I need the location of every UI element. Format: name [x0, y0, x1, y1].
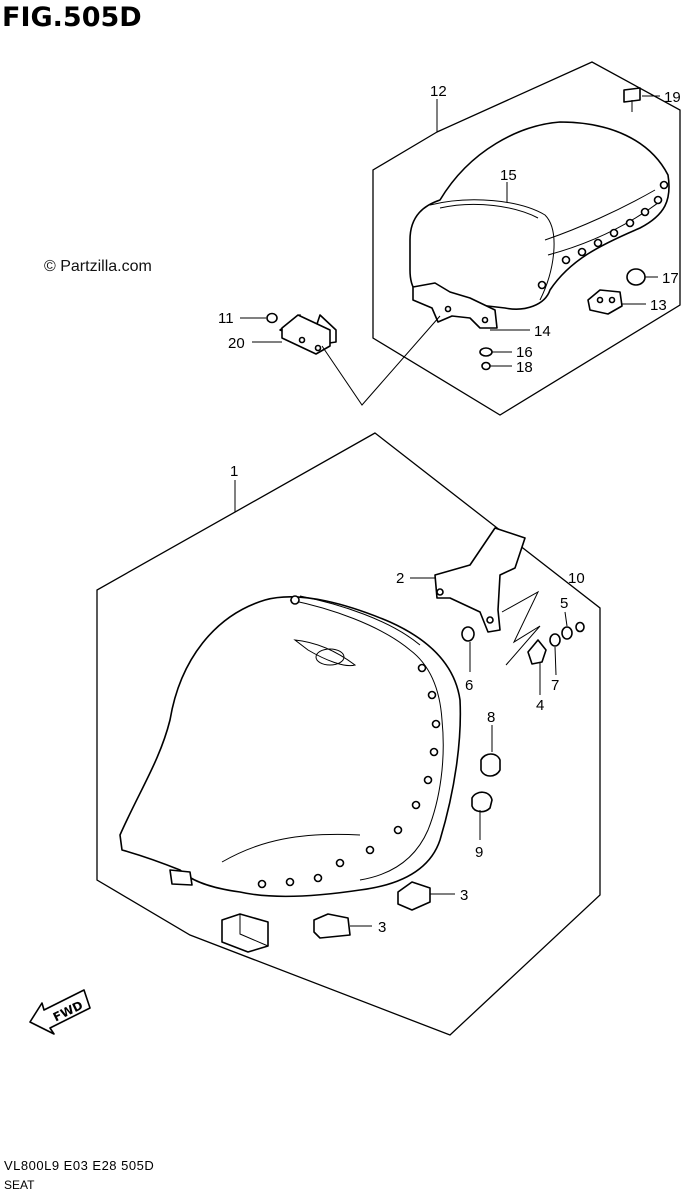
- nut-5[interactable]: [575, 621, 585, 633]
- callout-2: 2: [396, 570, 404, 587]
- callout-14: 14: [534, 323, 551, 340]
- fwd-arrow-icon: FWD: [29, 989, 91, 1035]
- passenger-seat-group-outline: [372, 61, 681, 416]
- passenger-seat-bracket[interactable]: [412, 282, 498, 329]
- callout-18: 18: [516, 359, 533, 376]
- washer-6[interactable]: [461, 626, 475, 642]
- callout-3a: 3: [460, 887, 468, 904]
- callout-9: 9: [475, 844, 483, 861]
- callout-11: 11: [218, 310, 234, 327]
- callout-13: 13: [650, 297, 667, 314]
- nut-18[interactable]: [481, 361, 491, 371]
- washer-16[interactable]: [479, 347, 493, 357]
- cushion-8[interactable]: [480, 753, 501, 777]
- cushion-9[interactable]: [471, 791, 493, 813]
- connector-line: [321, 315, 441, 406]
- callout-15: 15: [500, 167, 517, 184]
- tool-bag[interactable]: [221, 913, 269, 953]
- callout-16: 16: [516, 344, 533, 361]
- front-seat[interactable]: [119, 595, 462, 898]
- washer-5[interactable]: [561, 626, 573, 640]
- watermark: © Partzilla.com: [44, 258, 152, 275]
- callout-4: 4: [536, 697, 544, 714]
- callout-12: 12: [430, 83, 447, 100]
- clip-3a[interactable]: [397, 881, 431, 911]
- front-seat-bracket[interactable]: [434, 527, 526, 633]
- clip-13[interactable]: [587, 289, 623, 315]
- cushion-17[interactable]: [626, 268, 646, 286]
- callout-7: 7: [551, 677, 559, 694]
- callout-20: 20: [228, 335, 245, 352]
- screw-19[interactable]: [623, 87, 641, 103]
- passenger-seat-cushion[interactable]: [409, 121, 670, 310]
- callout-5: 5: [560, 595, 568, 612]
- front-seat-group-outline: [96, 432, 601, 1036]
- figure-name: SEAT: [4, 1178, 35, 1192]
- break-symbol: [501, 590, 541, 666]
- callout-10: 10: [568, 570, 585, 587]
- callout-3b: 3: [378, 919, 386, 936]
- nut-11[interactable]: [266, 312, 278, 324]
- figure-code: VL800L9 E03 E28 505D: [4, 1158, 155, 1173]
- clip-3b[interactable]: [313, 913, 351, 939]
- callout-6: 6: [465, 677, 473, 694]
- leader-lines: [234, 95, 660, 927]
- callout-1: 1: [230, 463, 238, 480]
- callout-17: 17: [662, 270, 679, 287]
- callout-19: 19: [664, 89, 681, 106]
- clip-4[interactable]: [527, 639, 547, 665]
- callout-8: 8: [487, 709, 495, 726]
- figure-title: FIG.505D: [2, 2, 142, 33]
- collar-7[interactable]: [549, 633, 561, 647]
